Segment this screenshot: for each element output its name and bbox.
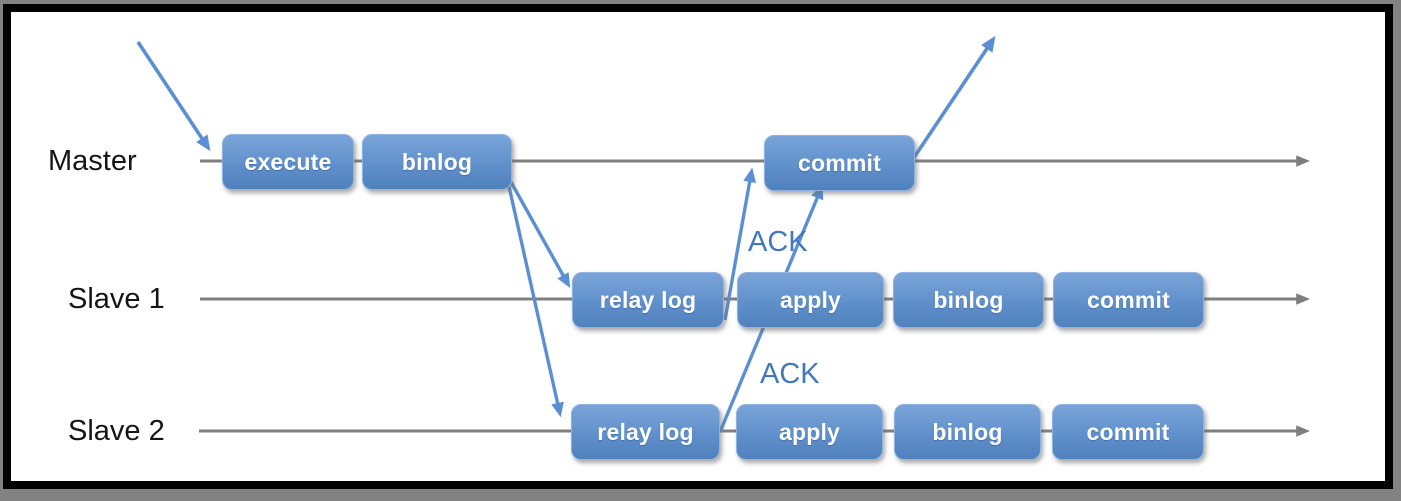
- box-label: commit: [1086, 418, 1170, 445]
- binlog-to-slave1-relaylog-arrow: [509, 181, 571, 288]
- binlog-to-slave2-relaylog-arrow: [506, 181, 564, 418]
- box-master-commit: commit: [764, 135, 915, 191]
- box-label: binlog: [401, 148, 473, 175]
- box-label: binlog: [932, 418, 1003, 445]
- box-label: relay log: [599, 286, 697, 313]
- incoming-transaction-arrow: [136, 41, 211, 152]
- box-slave2-binlog: binlog: [894, 404, 1041, 460]
- box-master-binlog: binlog: [362, 134, 512, 190]
- ack-label-slave1: ACK: [748, 226, 808, 258]
- commit-return-arrow: [911, 35, 996, 161]
- box-label: commit: [798, 149, 881, 176]
- box-label: apply: [779, 286, 842, 313]
- box-label: relay log: [597, 418, 694, 445]
- box-label: execute: [244, 148, 332, 175]
- box-label: commit: [1087, 286, 1170, 313]
- box-label: apply: [778, 418, 841, 445]
- lane-label-slave2: Slave 2: [68, 415, 165, 447]
- box-master-execute: execute: [222, 134, 354, 190]
- lane-label-slave1: Slave 1: [68, 283, 165, 315]
- box-slave1-binlog: binlog: [893, 272, 1044, 328]
- box-slave2-apply: apply: [736, 404, 883, 460]
- lane-label-master: Master: [48, 145, 137, 177]
- box-slave1-apply: apply: [737, 272, 884, 328]
- box-slave2-commit: commit: [1052, 404, 1204, 460]
- box-label: binlog: [933, 286, 1004, 313]
- box-slave2-relay-log: relay log: [571, 404, 720, 460]
- ack-arrow-slave1-to-commit: [723, 167, 757, 321]
- ack-label-slave2: ACK: [760, 358, 820, 390]
- box-slave1-commit: commit: [1053, 272, 1204, 328]
- box-slave1-relay-log: relay log: [572, 272, 724, 328]
